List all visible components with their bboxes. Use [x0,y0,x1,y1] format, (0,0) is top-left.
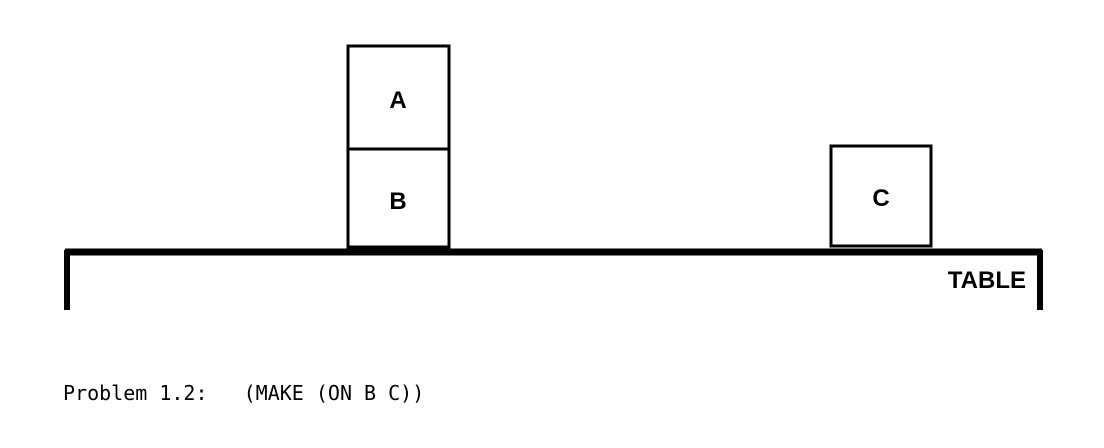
problem-caption: Problem 1.2: (MAKE (ON B C)) [63,381,424,405]
block-a: A [346,44,451,151]
block-b-label: B [389,188,406,215]
table-label: TABLE [948,267,1026,294]
caption-problem: Problem 1.2: [63,381,208,405]
table: TABLE [64,248,1043,310]
block-a-label: A [389,87,406,114]
block-c: C [829,144,933,248]
block-c-label: C [872,185,889,212]
caption-command: (MAKE (ON B C)) [243,381,425,405]
block-b: B [346,147,451,249]
